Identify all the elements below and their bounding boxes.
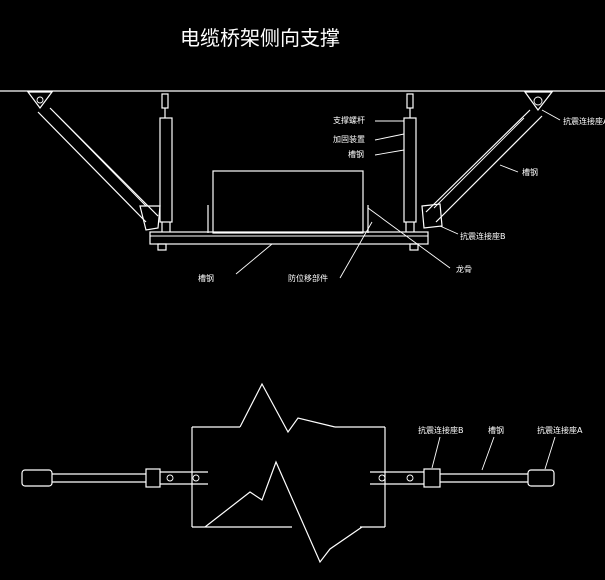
label-plan-anti-a: 抗震连接座A xyxy=(537,425,583,435)
label-channel-steel-1: 槽钢 xyxy=(348,149,364,159)
label-anti-seismic-a: 抗震连接座A xyxy=(563,116,605,126)
label-reinforce-device: 加固装置 xyxy=(333,134,365,144)
left-ceiling-anchor xyxy=(26,91,54,109)
label-support-screw: 支撑螺杆 xyxy=(333,115,365,125)
label-channel-steel-2: 槽钢 xyxy=(522,167,538,177)
right-hanger-rod xyxy=(403,93,417,232)
left-hanger-rod xyxy=(159,93,173,232)
label-plan-anti-b: 抗震连接座B xyxy=(418,425,464,435)
leader-lines xyxy=(235,109,561,279)
right-diagonal-brace xyxy=(421,109,543,229)
plan-tray-section xyxy=(191,382,386,564)
plan-leader-lines xyxy=(431,436,556,471)
label-anti-slide: 防位移部件 xyxy=(288,273,328,283)
left-diagonal-brace xyxy=(37,107,161,231)
plan-left-brace xyxy=(21,468,208,488)
plan-right-brace xyxy=(370,468,555,488)
label-plan-channel: 槽钢 xyxy=(488,425,504,435)
right-ceiling-anchor xyxy=(523,91,554,112)
cable-tray xyxy=(207,170,369,234)
label-channel-steel-3: 槽钢 xyxy=(198,273,214,283)
diagram-title: 电缆桥架侧向支撑 xyxy=(180,26,340,50)
label-dragon: 龙骨 xyxy=(456,264,472,274)
label-anti-seismic-b: 抗震连接座B xyxy=(460,231,506,241)
bottom-channel-steel xyxy=(149,231,429,251)
